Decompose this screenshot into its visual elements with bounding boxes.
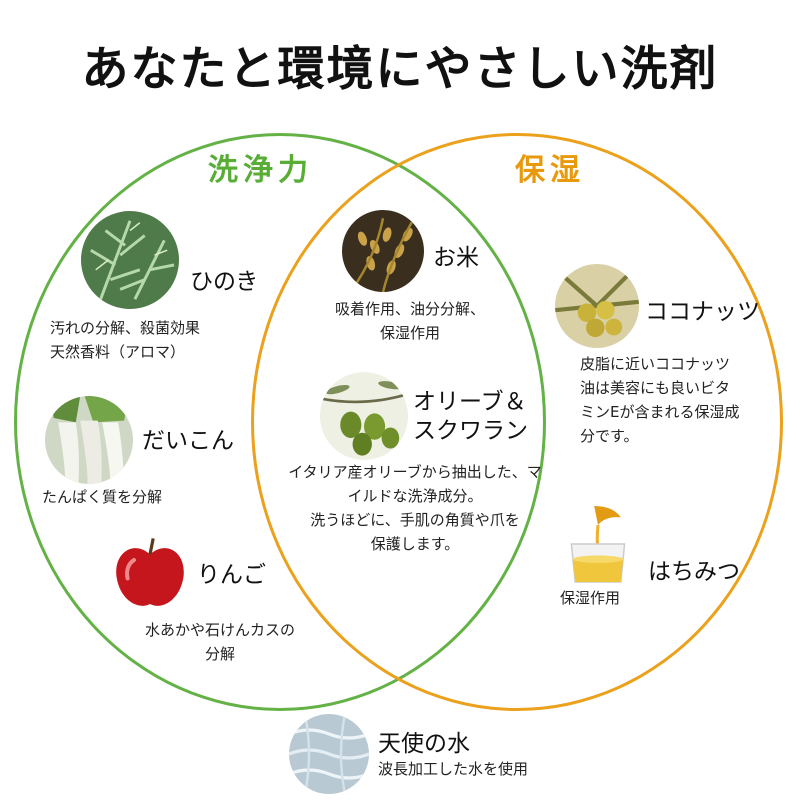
rice-description: 吸着作用、油分分解、 保湿作用	[300, 297, 520, 345]
rice-description-line: 保湿作用	[379, 324, 440, 342]
apple-description: 水あかや石けんカスの 分解	[130, 618, 310, 666]
daikon-radish-photo	[45, 396, 133, 484]
water-texture-photo	[289, 714, 369, 794]
honey-name: はちみつ	[648, 559, 740, 585]
olive-description: イタリア産オリーブから抽出した、マ イルドな洗浄成分。 洗うほどに、手肌の角質や…	[270, 460, 560, 556]
apple-description-line: 水あかや石けんカスの	[144, 621, 295, 639]
coconut-description-line: 油は美容にも良いビタ	[580, 379, 731, 397]
coconut-description-line: 皮脂に近いココナッツ	[580, 355, 731, 373]
moisturizing-heading: 保湿	[515, 153, 585, 188]
moisturizing-circle	[251, 133, 783, 711]
olive-name-line: スクワラン	[413, 418, 528, 444]
page-title: あなたと環境にやさしい洗剤	[81, 42, 719, 97]
red-apple-photo	[110, 532, 190, 612]
water-name: 天使の水	[378, 731, 470, 757]
olive-name-line: オリーブ＆	[413, 389, 527, 415]
rice-ears-photo	[342, 210, 424, 292]
cypress-leaf-photo	[81, 211, 179, 309]
daikon-name: だいこん	[142, 428, 234, 454]
hinoki-description: 汚れの分解、殺菌効果 天然香料（アロマ）	[50, 316, 200, 364]
honey-dipper-photo	[560, 502, 636, 586]
daikon-description: たんぱく質を分解	[42, 485, 162, 509]
honey-description-line: 保湿作用	[560, 589, 621, 607]
daikon-description-line: たんぱく質を分解	[42, 488, 163, 506]
rice-name: お米	[433, 245, 479, 271]
coconut-description-line: 分です。	[580, 427, 639, 445]
coconut-description: 皮脂に近いココナッツ 油は美容にも良いビタ ミンEが含まれる保湿成 分です。	[580, 352, 739, 448]
apple-name: りんご	[197, 562, 266, 588]
water-description: 波長加工した水を使用	[378, 757, 528, 781]
olive-description-line: イタリア産オリーブから抽出した、マ	[288, 463, 542, 481]
olive-description-line: 保護します。	[370, 535, 460, 553]
olive-description-line: イルドな洗浄成分。	[347, 487, 483, 505]
hinoki-description-line: 汚れの分解、殺菌効果	[50, 319, 201, 337]
olive-name: オリーブ＆ スクワラン	[413, 388, 528, 446]
apple-description-line: 分解	[204, 645, 235, 663]
coconut-palm-photo	[555, 264, 639, 348]
water-description-line: 波長加工した水を使用	[378, 760, 529, 778]
hinoki-description-line: 天然香料（アロマ）	[50, 343, 186, 361]
olive-description-line: 洗うほどに、手肌の角質や爪を	[310, 511, 520, 529]
coconut-name: ココナッツ	[645, 299, 760, 325]
cleaning-power-heading: 洗浄力	[208, 153, 313, 188]
rice-description-line: 吸着作用、油分分解、	[334, 300, 485, 318]
olive-branch-photo	[320, 372, 408, 460]
honey-description: 保湿作用	[560, 586, 620, 610]
hinoki-name: ひのき	[190, 269, 259, 295]
coconut-description-line: ミンEが含まれる保湿成	[580, 403, 740, 421]
